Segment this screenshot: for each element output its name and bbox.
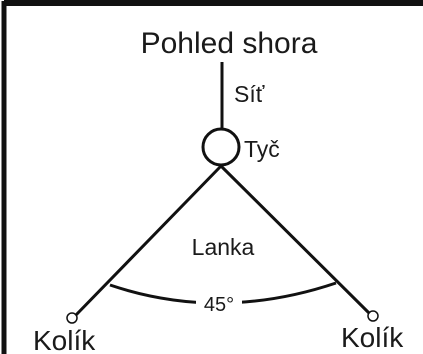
right-peg-marker [367, 310, 379, 322]
right-peg-label: Kolík [341, 322, 404, 353]
angle-label-background [196, 292, 242, 318]
pole-label: Tyč [244, 136, 280, 162]
angle-label: 45° [204, 294, 234, 316]
left-peg-label: Kolík [33, 325, 96, 354]
rope-left [73, 164, 223, 318]
net-label: Síť [234, 81, 265, 107]
left-peg-marker [66, 312, 78, 324]
pole-circle [201, 127, 241, 167]
rope-right [219, 164, 372, 316]
diagram-title: Pohled shora [141, 27, 318, 60]
ropes-label: Lanka [192, 234, 255, 260]
